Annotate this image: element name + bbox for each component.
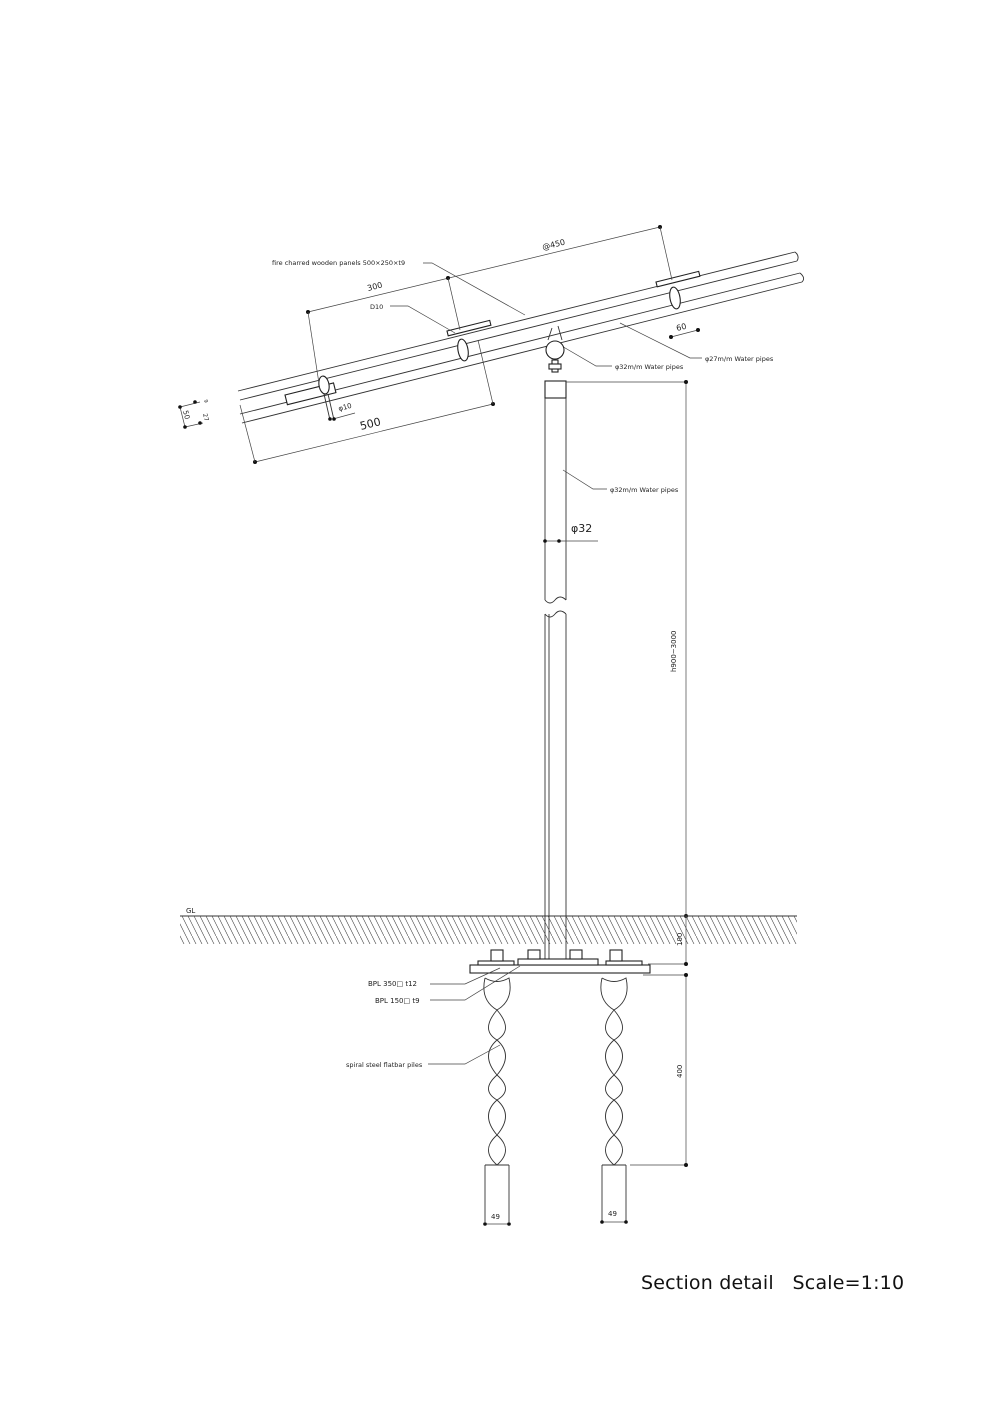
pile-right [600,977,628,1222]
label-pipe-27: φ27m/m Water pipes [705,355,774,363]
pile-left [483,977,511,1222]
label-bpl-150: BPL 150□ t9 [375,997,420,1005]
ground: GL [180,907,797,944]
label-bpl-350: BPL 350□ t12 [368,980,417,988]
roof-assembly [237,251,805,424]
foundation: 49 49 100 400 BPL 350□ t12 BPL 150□ t9 s… [346,916,688,1226]
label-pipe-32-mid: φ32m/m Water pipes [610,486,679,494]
dim-pile-width-left: 49 [491,1213,500,1221]
dim-section-50: 50 [181,410,191,421]
dim-depth-100: 100 [676,933,684,946]
dim-pile-width-right: 49 [608,1210,617,1218]
dim-section-27: 27 [201,413,210,422]
dim-pile-400: 400 [676,1065,684,1078]
label-panels: fire charred wooden panels 500×250×t9 [272,259,405,267]
dim-pipe-dia: φ32 [571,522,592,535]
dim-pitch: @450 [541,238,566,252]
dim-panel-length: 500 [359,415,383,433]
dim-height-range: h900~3000 [670,631,678,672]
label-ground-line: GL [186,907,195,915]
dim-section-9: 9 [202,399,209,404]
label-pipe-32-top: φ32m/m Water pipes [615,363,684,371]
roof-leaders: fire charred wooden panels 500×250×t9 D1… [272,259,774,371]
roof-dimensions: @450 300 500 60 φ10 50 27 9 [178,225,700,464]
post: φ32 φ32m/m Water pipes h900~3000 [543,325,688,960]
dim-panel-offset: 300 [366,281,383,293]
label-rebar: D10 [370,303,383,311]
dim-rod-dia: φ10 [338,402,353,413]
label-piles: spiral steel flatbar piles [346,1061,423,1069]
drawing-title: Section detail Scale=1:10 [641,1272,905,1294]
dim-clip-width: 60 [675,322,687,333]
